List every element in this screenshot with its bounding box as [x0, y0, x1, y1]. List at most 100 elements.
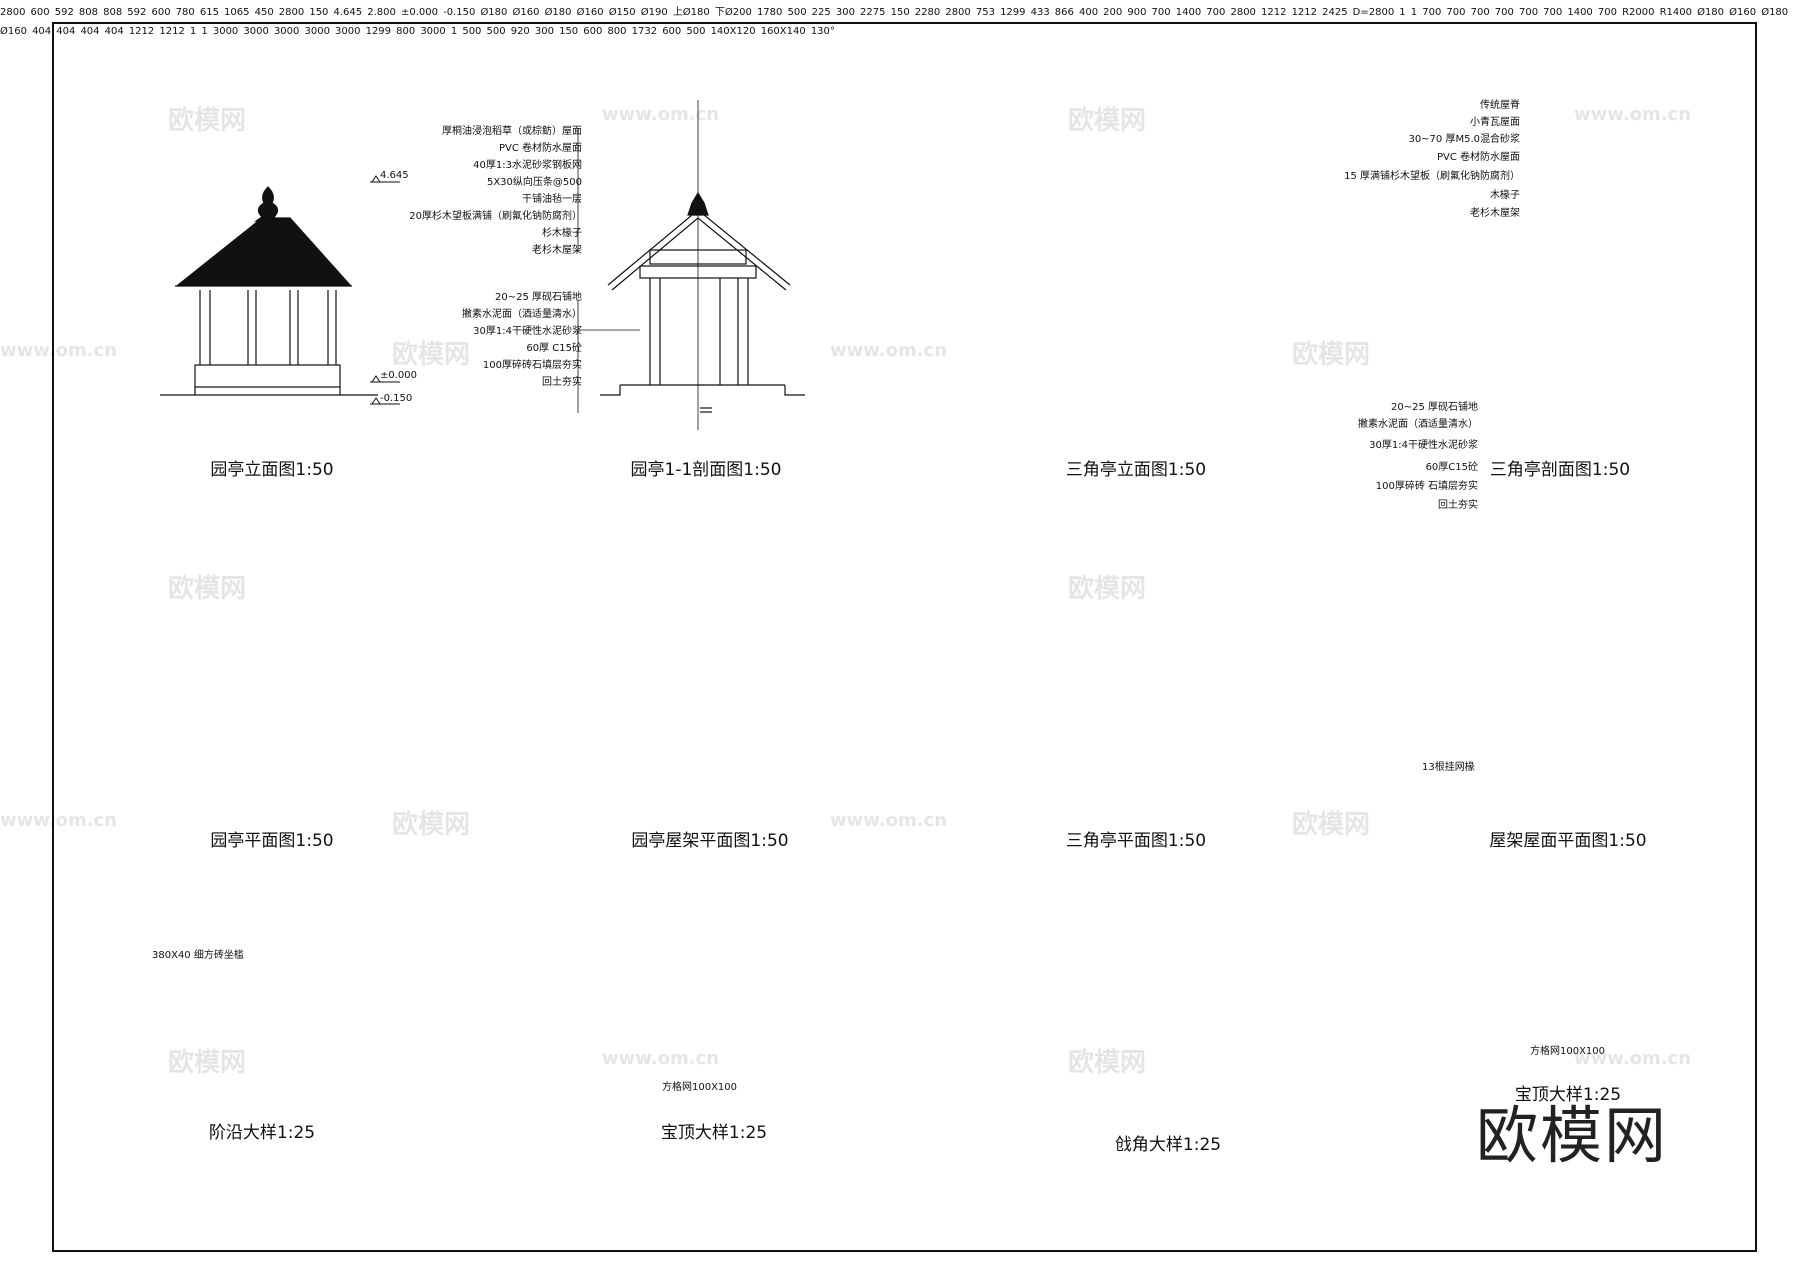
rp-r1400: R1400 — [1659, 7, 1692, 18]
corner-detail-labels: 800 1732 600 500 140X120 160X140 130° — [607, 19, 834, 38]
note-sect-floor-3: 60厚 C15砼 — [526, 343, 582, 354]
watermark-url: www.om.cn — [1574, 1048, 1692, 1069]
watermark-url: www.om.cn — [830, 340, 948, 361]
sd-150: 150 — [559, 26, 579, 37]
lvl-2800: 2.800 — [367, 7, 396, 18]
rp-phi160b: Ø160 — [0, 26, 27, 37]
note-tri-roof-2: 30~70 厚M5.0混合砂浆 — [1408, 134, 1520, 145]
tri-150: 150 — [890, 7, 910, 18]
dim-615: 615 — [199, 7, 219, 18]
note-rafter: 13根挂网椽 — [1422, 762, 1475, 773]
rp-phi180: Ø180 — [1697, 7, 1725, 18]
rp-700b: 700 — [1446, 7, 1466, 18]
phi-150: Ø150 — [608, 7, 636, 18]
note-sect-roof-6: 杉木椽子 — [542, 228, 582, 239]
title-tri-plan: 三角亭平面图1:50 — [1065, 831, 1207, 851]
note-sect-floor-5: 回土夯实 — [542, 377, 582, 388]
trp-3000a: 3000 — [304, 26, 330, 37]
watermark-url: www.om.cn — [0, 810, 118, 831]
tri-2800: 2800 — [945, 7, 971, 18]
tri-section-dims: 1780 500 225 300 2275 150 2280 2800 753 … — [757, 0, 1127, 19]
dim-1065: 1065 — [224, 7, 250, 18]
dim-150: 150 — [309, 7, 329, 18]
note-sect-roof-3: 5X30纵向压条@500 — [486, 177, 582, 188]
rp-404d: 404 — [104, 26, 124, 37]
tri-400: 400 — [1078, 7, 1099, 18]
yuan-elevation — [160, 186, 378, 396]
phi-160a: Ø160 — [512, 7, 540, 18]
phi-180a: Ø180 — [480, 7, 508, 18]
note-sect-roof-0: 厚桐油浸泡稻草（或棕鲂）屋面 — [442, 126, 582, 137]
dim-600b: 600 — [151, 7, 171, 18]
yp-2800: 2800 — [1230, 7, 1256, 18]
trp-800: 800 — [396, 26, 416, 37]
note-tri-roof-4: 15 厚满铺杉木望板（刷氟化钠防腐剂） — [1344, 171, 1520, 182]
yp-mark1: 1 — [1399, 7, 1406, 18]
note-tri-roof-1: 小青瓦屋面 — [1470, 117, 1520, 128]
yp-2425: 2425 — [1322, 7, 1348, 18]
note-tri-floor-2: 30厚1:4干硬性水泥砂浆 — [1369, 440, 1478, 451]
note-sect-floor-0: 20~25 厚砚石铺地 — [494, 292, 582, 303]
cd-140x120: 140X120 — [710, 26, 756, 37]
title-yuan-elevation: 园亭立面图1:50 — [210, 460, 334, 480]
note-sect-floor-1: 撇素水泥面（酒适量清水） — [462, 309, 582, 320]
yuan-plan-labels: 900 700 1400 700 2800 1212 1212 2425 D=2… — [1127, 0, 1422, 19]
yp-mark1b: 1 — [1410, 7, 1418, 18]
lvl-0b: ±0.000 — [400, 7, 438, 18]
tri-433: 433 — [1030, 7, 1050, 18]
drawing-frame — [52, 22, 1757, 1252]
brand-logo-text: 欧模网 — [1476, 1099, 1669, 1172]
cd-600: 600 — [662, 26, 682, 37]
tri-roof-plan-labels: 3000 3000 1299 800 3000 1 — [304, 19, 462, 38]
rp-700e: 700 — [1518, 7, 1539, 18]
dim-808a: 808 — [78, 7, 99, 18]
note-sect-floor-4: 100厚碎砖石填层夯实 — [482, 360, 582, 371]
rp-1212a: 1212 — [128, 26, 155, 37]
level-4645: 4.645 — [380, 170, 409, 181]
watermark: 欧模网 — [1068, 106, 1147, 136]
rp-1400: 1400 — [1567, 7, 1593, 18]
note-tri-roof-0: 传统屋脊 — [1480, 100, 1520, 111]
yuan-elev-levels: 4.645 ±0.000 -0.150 — [380, 170, 417, 404]
rp-mark1: 1 — [189, 26, 197, 37]
yuan-section-dims: 2800 600 592 808 808 592 600 780 615 106… — [0, 0, 757, 19]
tri-753: 753 — [975, 7, 995, 18]
title-yuan-section: 园亭1-1剖面图1:50 — [630, 460, 782, 480]
rp-700g: 700 — [1597, 7, 1617, 18]
yp-700a: 700 — [1151, 7, 1171, 18]
note-sect-roof-4: 干铺油毡一层 — [522, 194, 582, 205]
watermark: 欧模网 — [1068, 1048, 1147, 1078]
tri-1780: 1780 — [756, 7, 783, 18]
rp-mark1b: 1 — [201, 26, 208, 37]
trp-1299: 1299 — [365, 26, 392, 37]
note-tri-roof-5: 木椽子 — [1490, 190, 1520, 201]
yp-d2800: D=2800 — [1352, 7, 1395, 18]
watermark-url: www.om.cn — [0, 340, 118, 361]
rp-700f: 700 — [1543, 7, 1563, 18]
sd-300: 300 — [534, 26, 554, 37]
tri-866: 866 — [1054, 7, 1074, 18]
trp-3000b: 3000 — [335, 26, 361, 37]
step-detail-labels: 500 500 920 300 150 600 — [462, 19, 607, 38]
note-sect-roof-1: PVC 卷材防水屋面 — [498, 143, 582, 154]
tri-500: 500 — [787, 7, 807, 18]
tp-3000c: 3000 — [273, 26, 300, 37]
tri-225: 225 — [811, 7, 831, 18]
post-bottom: 下Ø200 — [714, 7, 752, 18]
yp-1400: 1400 — [1175, 7, 1202, 18]
note-tri-floor-1: 撇素水泥面（酒适量清水） — [1358, 419, 1478, 430]
post-top: 上Ø180 — [672, 7, 710, 18]
trp-3000c: 3000 — [420, 26, 446, 37]
dim-808b: 808 — [103, 7, 123, 18]
cd-1732: 1732 — [631, 26, 658, 37]
dim-450: 450 — [254, 7, 274, 18]
level-0: ±0.000 — [380, 370, 417, 381]
dim-592b: 592 — [127, 7, 147, 18]
tri-200: 200 — [1103, 7, 1123, 18]
note-step: 380X40 细方砖坐槛 — [152, 950, 244, 961]
note-grid-2: 方格网100X100 — [1530, 1046, 1606, 1057]
rp-404a: 404 — [32, 26, 52, 37]
yp-900: 900 — [1127, 7, 1147, 18]
watermark-url: www.om.cn — [1574, 104, 1692, 125]
